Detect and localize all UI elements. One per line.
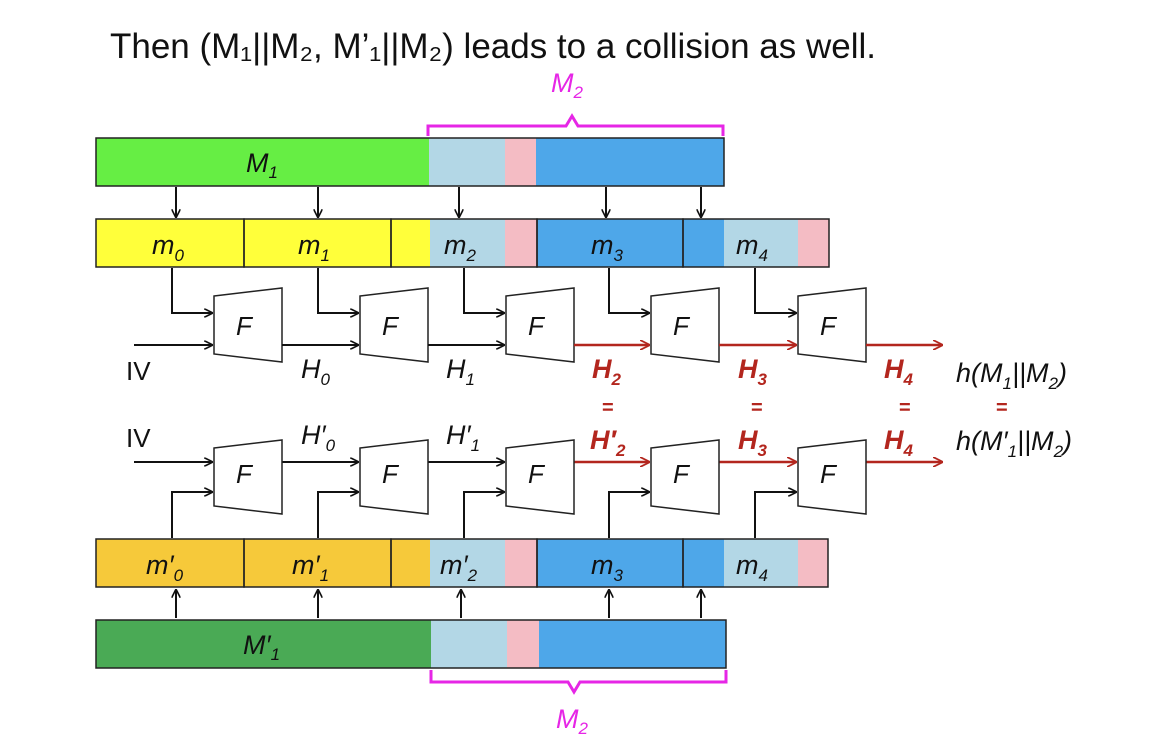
bottom-f-label-5: F [820, 459, 838, 489]
equals-h2: = [602, 397, 614, 419]
bottom-message-bar [95, 619, 727, 669]
bottom-split-arrows [176, 590, 701, 618]
equals-h4: = [899, 397, 911, 419]
top-m1-label: M1 [246, 148, 278, 182]
bottom-block-label-3: m3 [591, 550, 624, 585]
bottom-chain-label-0: H′0 [301, 420, 336, 455]
top-block-label-4: m4 [736, 230, 768, 265]
bottom-f-boxes [213, 439, 867, 515]
top-f-label-4: F [673, 311, 691, 341]
top-chain-label-3: H3 [738, 354, 768, 389]
top-block-label-3: m3 [591, 230, 624, 265]
top-chain-label-0: H0 [301, 354, 331, 389]
bottom-m2-brace-label: M2 [556, 704, 589, 738]
bottom-m1prime-label: M′1 [243, 630, 280, 664]
equals-h3: = [751, 397, 763, 419]
top-m2-brace-label: M2 [551, 68, 584, 102]
bottom-f-label-3: F [528, 459, 546, 489]
top-output-label: h(M1||M2) [956, 358, 1067, 393]
bottom-chain-label-3: H3 [738, 425, 768, 460]
top-chain-label-2: H2 [592, 354, 622, 389]
top-chain-label-1: H1 [446, 354, 475, 389]
bottom-f-label-4: F [673, 459, 691, 489]
equals-output: = [996, 397, 1008, 419]
bottom-iv-label: IV [126, 423, 151, 453]
top-chain-label-4: H4 [884, 354, 914, 389]
top-f-label-5: F [820, 311, 838, 341]
slide-title: Then (M₁||M₂, M’₁||M₂) leads to a collis… [110, 27, 876, 66]
bottom-block-label-4: m4 [736, 550, 768, 585]
bottom-block-row [95, 538, 829, 588]
top-block-label-1: m1 [298, 230, 330, 265]
top-message-bar [95, 137, 725, 187]
bottom-chain-label-1: H′1 [446, 420, 480, 455]
bottom-output-label: h(M′1||M2) [956, 426, 1072, 461]
bottom-f-label-2: F [382, 459, 400, 489]
top-f-boxes [213, 287, 867, 363]
bottom-chain-label-4: H4 [884, 425, 914, 460]
top-f-label-2: F [382, 311, 400, 341]
top-f-label-3: F [528, 311, 546, 341]
bottom-m2-brace [429, 670, 728, 695]
top-f-label-1: F [236, 311, 254, 341]
bottom-f-label-1: F [236, 459, 254, 489]
top-split-arrows [176, 187, 701, 217]
top-block-row [95, 218, 830, 268]
top-message-input-arrows [171, 268, 796, 313]
bottom-block-label-0: m′0 [146, 550, 184, 585]
bottom-message-input-arrows [171, 492, 796, 538]
bottom-chain-label-2: H′2 [590, 425, 626, 460]
bottom-block-label-2: m′2 [440, 550, 478, 585]
top-m2-brace [426, 113, 725, 136]
top-iv-label: IV [126, 356, 151, 386]
top-block-label-0: m0 [152, 230, 185, 265]
bottom-block-label-1: m′1 [292, 550, 329, 585]
top-block-label-2: m2 [444, 230, 477, 265]
